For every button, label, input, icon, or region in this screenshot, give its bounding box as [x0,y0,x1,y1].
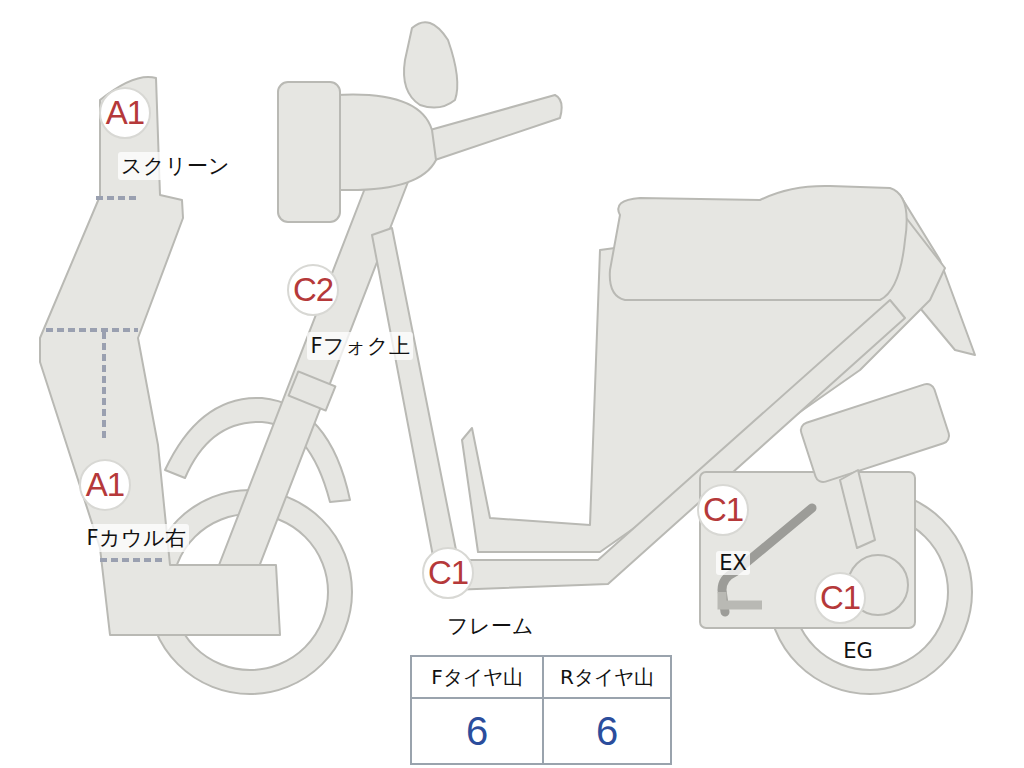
part-name: フレーム [444,612,537,640]
table-value-text: 6 [466,709,488,754]
part-name: EX [716,551,750,575]
headlight [278,82,340,222]
air-cleaner [799,382,951,484]
fork-collar [289,371,336,410]
callout-number: C2 [287,264,339,316]
part-name: スクリーン [118,152,233,180]
callout: C2Fフォク上 [287,264,339,316]
table-value-text: 6 [596,709,618,754]
callout-number: A1 [99,87,151,139]
callout: A1スクリーン [99,87,151,139]
front-cowl [40,77,280,635]
table-value: 6 [412,699,542,763]
callout: C1EG [814,572,866,624]
handlebar [430,95,562,160]
callout-number: A1 [79,459,131,511]
callout-number: C1 [814,572,866,624]
muffler-end [722,592,762,605]
callout-number: C1 [697,484,749,536]
rear-shock [840,470,875,548]
seat [610,186,907,300]
panel-dash [46,328,138,332]
panel-dash [102,332,106,440]
callout: C1EX [697,484,749,536]
table-header: Rタイヤ山 [542,657,670,699]
table-header-text: Rタイヤ山 [560,664,654,691]
tyre-table: Fタイヤ山 Rタイヤ山 6 6 [410,655,672,765]
part-name: Fカウル右 [83,524,188,552]
callout: A1Fカウル右 [79,459,131,511]
callout-number: C1 [422,547,474,599]
part-name: EG [840,639,876,663]
panel-dash [100,558,166,562]
table-header-text: Fタイヤ山 [431,664,523,691]
mirror [404,22,457,107]
handle-cover [335,94,436,190]
callout: C1フレーム [422,547,474,599]
part-name: Fフォク上 [307,332,412,360]
panel-dash [96,196,140,200]
table-value: 6 [542,699,670,763]
table-header: Fタイヤ山 [412,657,542,699]
